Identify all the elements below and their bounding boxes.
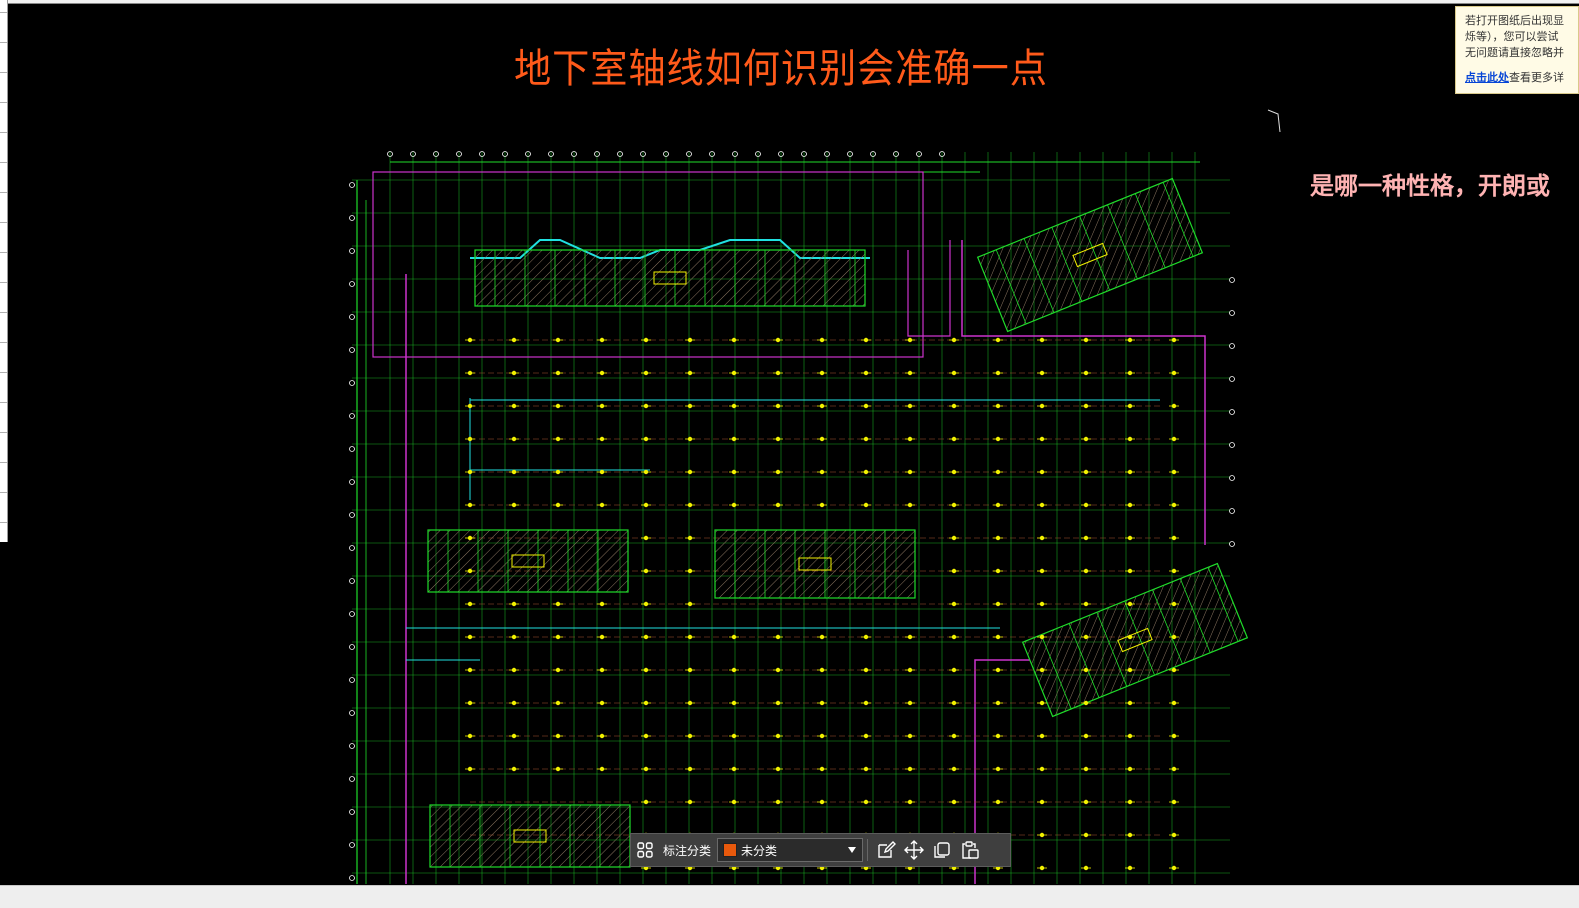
plan-geometry — [349, 109, 1281, 884]
notice-line-1: 若打开图纸后出现显 — [1465, 14, 1564, 27]
category-value: 未分类 — [741, 843, 778, 858]
toolbar-divider — [867, 839, 869, 861]
grid-icon[interactable] — [631, 836, 659, 864]
chevron-down-icon — [848, 847, 857, 853]
notice-panel: 若打开图纸后出现显 烁等），您可以尝试 无问题请直接忽略并 点击此处查看更多详 — [1455, 6, 1579, 94]
notice-link[interactable]: 点击此处 — [1465, 71, 1509, 84]
notice-link-suffix: 查看更多详 — [1509, 71, 1564, 84]
cad-drawing-canvas[interactable] — [0, 0, 1579, 886]
move-icon[interactable] — [900, 836, 928, 864]
paste-icon[interactable] — [956, 836, 984, 864]
notice-line-3: 无问题请直接忽略并 — [1465, 46, 1564, 59]
top-ruler — [0, 0, 1579, 4]
copy-icon[interactable] — [928, 836, 956, 864]
status-strip — [0, 885, 1579, 908]
annotation-toolbar: 标注分类 未分类 — [630, 833, 1011, 867]
category-dropdown[interactable]: 未分类 — [717, 838, 864, 862]
side-caption: 是哪一种性格，开朗或 — [1310, 172, 1550, 200]
category-color-swatch — [723, 843, 738, 857]
edit-icon[interactable] — [872, 836, 900, 864]
notice-line-2: 烁等），您可以尝试 — [1465, 30, 1559, 43]
notice-link-row: 点击此处查看更多详 — [1465, 69, 1578, 85]
category-label: 标注分类 — [663, 843, 712, 858]
left-ruler — [0, 0, 8, 542]
drawing-title: 地下室轴线如何识别会准确一点 — [514, 46, 1048, 92]
